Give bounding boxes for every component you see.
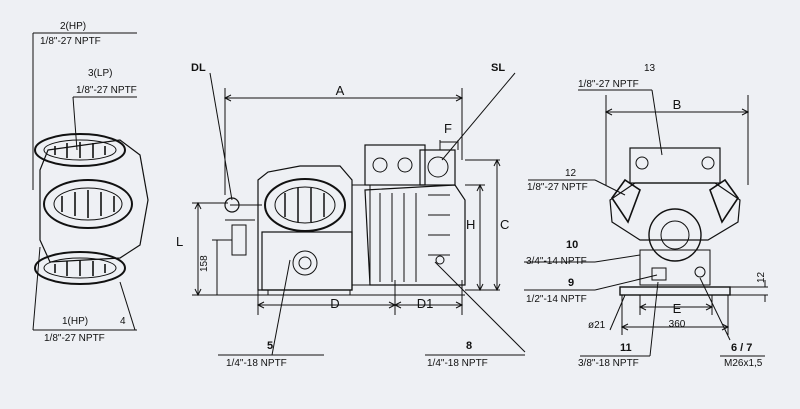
dimension-d1: D1 [416, 296, 434, 311]
dimension-d21: ø21 [588, 320, 606, 331]
label-dl: DL [191, 62, 206, 74]
cylinder-head-bottom [34, 251, 126, 285]
dimension-12: 12 [756, 271, 767, 283]
dimension-f: F [444, 121, 452, 136]
cylinder-head-top [34, 133, 126, 167]
dimension-b: B [672, 97, 682, 112]
callout-3-number: 3(LP) [88, 68, 113, 79]
callout-9-number: 9 [568, 277, 575, 289]
dimension-158: 158 [199, 255, 210, 272]
callout-6-7-spec: M26x1,5 [724, 358, 763, 369]
label-sl: SL [491, 62, 506, 74]
callout-1-4-spec: 1/8"-27 NPTF [44, 333, 105, 344]
terminal-box [364, 144, 426, 186]
crankcase [261, 231, 353, 291]
front-flange [648, 208, 702, 262]
dimension-360: 360 [668, 319, 686, 330]
base-plate [619, 286, 731, 296]
cylinder-head-middle [43, 179, 133, 229]
callout-11-number: 11 [620, 342, 632, 354]
callout-13-number: 13 [644, 63, 656, 74]
dimension-a: A [335, 83, 345, 98]
left-view [32, 32, 149, 331]
callout-10-spec: 3/4"-14 NPTF [526, 256, 587, 267]
callout-10-number: 10 [566, 239, 579, 251]
motor-housing [364, 184, 466, 286]
callout-13-spec: 1/8"-27 NPTF [578, 79, 639, 90]
callout-12-spec: 1/8"-27 NPTF [527, 182, 588, 193]
side-view [192, 72, 526, 356]
callout-8-spec: 1/4"-18 NPTF [427, 358, 488, 369]
dimension-l: L [176, 234, 184, 249]
front-view [524, 89, 768, 357]
callout-4-number: 4 [120, 316, 126, 327]
callout-8-number: 8 [466, 340, 473, 352]
callout-5-number: 5 [267, 340, 274, 352]
dimension-h: H [466, 217, 476, 232]
callout-5-spec: 1/4"-18 NPTF [226, 358, 287, 369]
dimension-c: C [500, 217, 510, 232]
callout-12-number: 12 [565, 168, 577, 179]
dimension-e: E [672, 301, 682, 316]
callout-6-7-number: 6 / 7 [731, 342, 753, 354]
callout-3-spec: 1/8"-27 NPTF [76, 85, 137, 96]
callout-2-number: 2(HP) [60, 21, 87, 32]
callout-9-spec: 1/2"-14 NPTF [526, 294, 587, 305]
callout-1-number: 1(HP) [62, 316, 89, 327]
callout-11-spec: 3/8"-18 NPTF [578, 358, 639, 369]
dimension-d: D [330, 296, 340, 311]
callout-2-spec: 1/8"-27 NPTF [40, 36, 101, 47]
side-cylinder-head [264, 178, 346, 232]
